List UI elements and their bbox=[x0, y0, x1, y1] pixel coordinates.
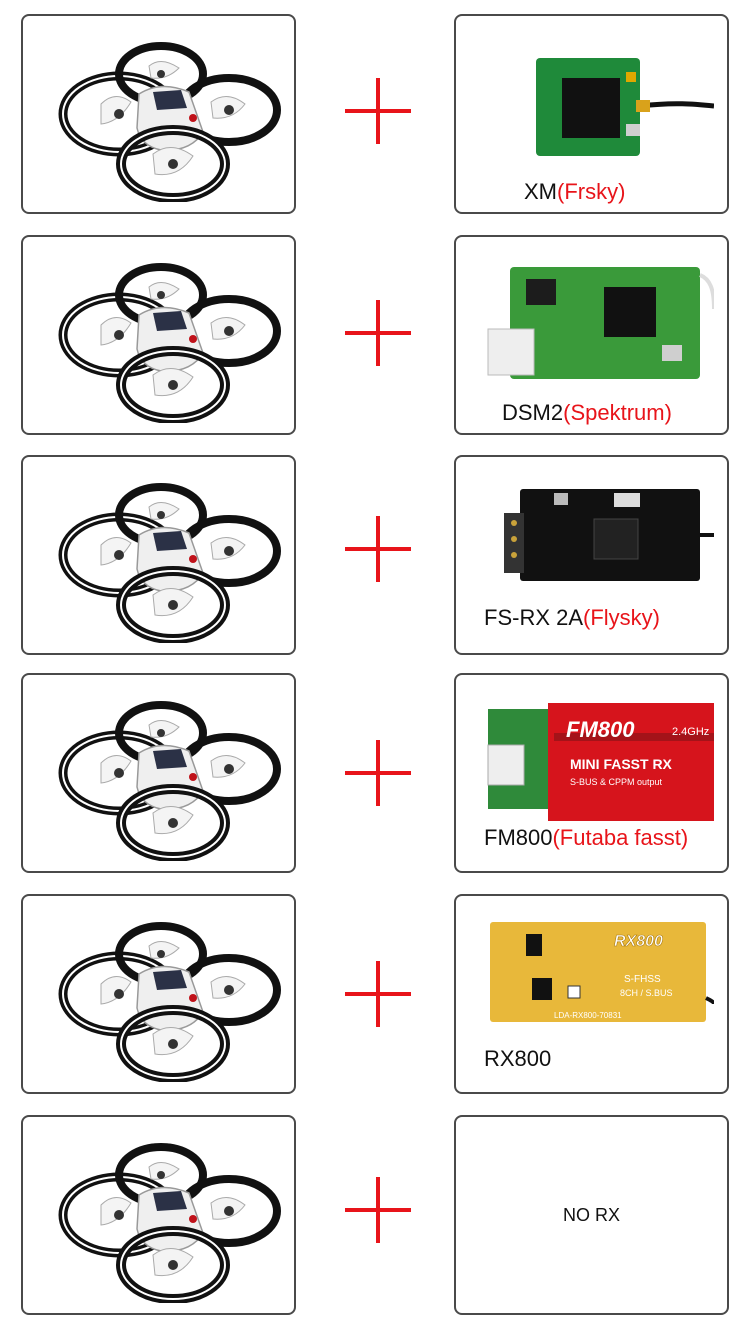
receiver-brand: (Futaba fasst) bbox=[552, 825, 689, 850]
receiver-label: DSM2(Spektrum) bbox=[502, 400, 672, 426]
drone-image bbox=[41, 912, 281, 1082]
fsrx2a-receiver-image bbox=[504, 489, 714, 581]
plus-icon bbox=[345, 78, 411, 144]
rx800-ch: 8CH / S.BUS bbox=[620, 988, 673, 998]
receiver-card-dsm2: DSM2(Spektrum) bbox=[454, 235, 729, 435]
drone-card-5 bbox=[21, 894, 296, 1094]
plus-icon bbox=[345, 961, 411, 1027]
receiver-name: FS-RX 2A bbox=[484, 605, 584, 630]
fm800-receiver-image: FM800 2.4GHz MINI FASST RX S-BUS & CPPM … bbox=[487, 703, 714, 821]
plus-icon bbox=[345, 516, 411, 582]
receiver-label: XM(Frsky) bbox=[524, 179, 625, 205]
receiver-brand: (Spektrum) bbox=[563, 400, 672, 425]
drone-card-4 bbox=[21, 673, 296, 873]
dsm2-receiver-image bbox=[487, 267, 714, 379]
drone-card-1 bbox=[21, 14, 296, 214]
drone-image bbox=[41, 691, 281, 861]
drone-image bbox=[41, 1133, 281, 1303]
receiver-name: DSM2 bbox=[502, 400, 564, 425]
fm800-sub: MINI FASST RX bbox=[570, 756, 673, 772]
receiver-label: RX800 bbox=[484, 1046, 551, 1072]
rx800-title: RX800 bbox=[614, 933, 663, 950]
receiver-brand: (Frsky) bbox=[557, 179, 626, 204]
receiver-label: FS-RX 2A(Flysky) bbox=[484, 605, 660, 631]
drone-card-3 bbox=[21, 455, 296, 655]
plus-icon bbox=[345, 1177, 411, 1243]
receiver-card-norx: NO RX bbox=[454, 1115, 729, 1315]
drone-card-2 bbox=[21, 235, 296, 435]
rx800-mode: S-FHSS bbox=[624, 974, 661, 985]
receiver-name: XM bbox=[524, 179, 557, 204]
receiver-name: RX800 bbox=[484, 1046, 552, 1071]
plus-icon bbox=[345, 300, 411, 366]
rx800-receiver-image: RX800 S-FHSS 8CH / S.BUS LDA-RX800-70831 bbox=[490, 922, 714, 1022]
receiver-card-fm800: FM800 2.4GHz MINI FASST RX S-BUS & CPPM … bbox=[454, 673, 729, 873]
receiver-card-rx800: RX800 S-FHSS 8CH / S.BUS LDA-RX800-70831… bbox=[454, 894, 729, 1094]
receiver-card-xm: XM(Frsky) bbox=[454, 14, 729, 214]
drone-image bbox=[41, 253, 281, 423]
drone-image bbox=[41, 473, 281, 643]
fm800-title: FM800 bbox=[566, 717, 635, 742]
receiver-label: FM800(Futaba fasst) bbox=[484, 825, 688, 851]
receiver-name: FM800 bbox=[484, 825, 553, 850]
drone-image bbox=[41, 32, 281, 202]
fm800-out: S-BUS & CPPM output bbox=[570, 777, 663, 787]
drone-card-6 bbox=[21, 1115, 296, 1315]
no-rx-label: NO RX bbox=[562, 1205, 620, 1225]
xm-receiver-image bbox=[536, 58, 714, 156]
receiver-brand: (Flysky) bbox=[583, 605, 661, 630]
receiver-card-fsrx2a: FS-RX 2A(Flysky) bbox=[454, 455, 729, 655]
rx800-code: LDA-RX800-70831 bbox=[554, 1011, 622, 1020]
plus-icon bbox=[345, 740, 411, 806]
fm800-freq: 2.4GHz bbox=[672, 726, 709, 738]
